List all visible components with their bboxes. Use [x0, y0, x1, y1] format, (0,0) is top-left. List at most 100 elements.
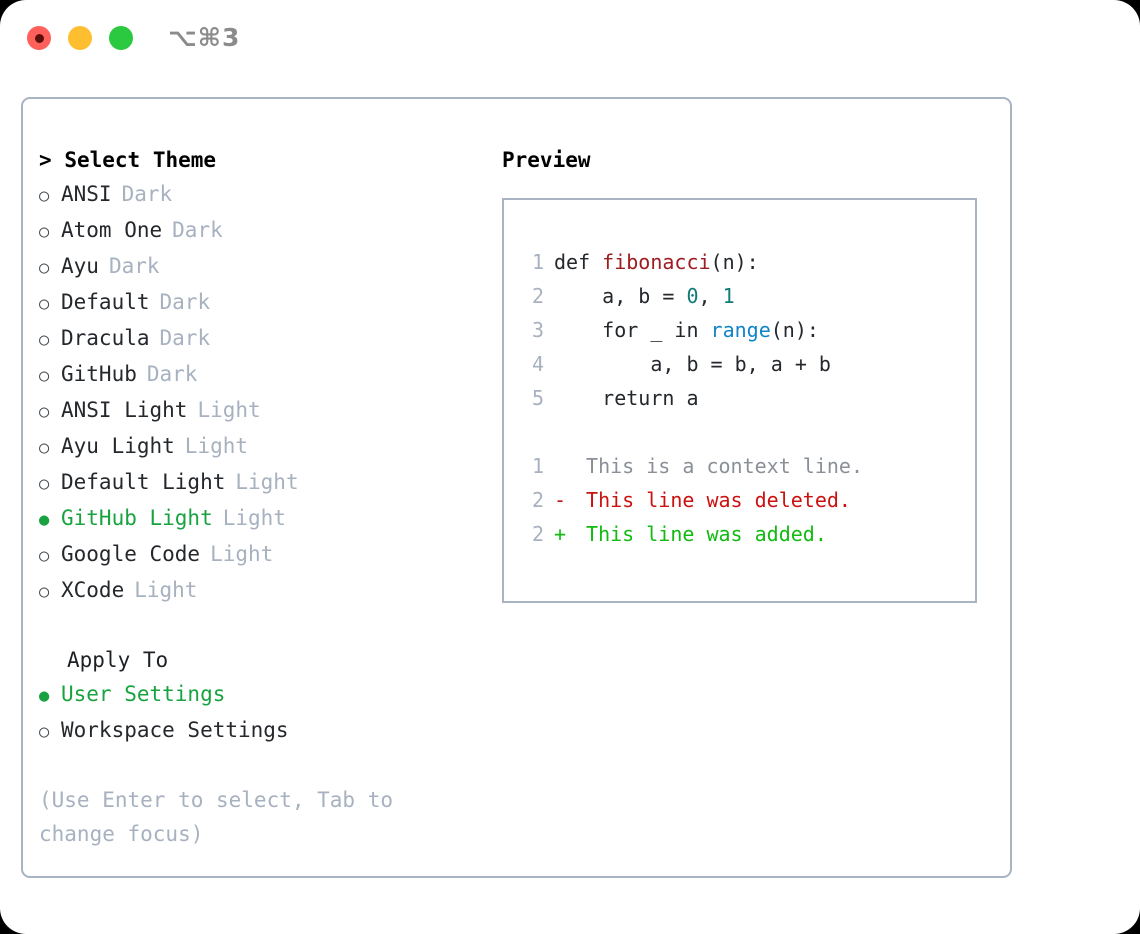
- radio-unselected-icon: ○: [39, 722, 50, 742]
- code-line-text: a, b = b, a + b: [554, 347, 831, 381]
- theme-option-github-light[interactable]: ● GitHub Light Light: [39, 501, 469, 537]
- theme-option-label: ANSI Light: [61, 398, 188, 422]
- diff-marker-context: [554, 449, 574, 483]
- code-line: 1 def fibonacci(n):: [518, 245, 863, 279]
- code-token-plain: (n):: [710, 250, 759, 274]
- theme-option-variant-badge: Dark: [172, 218, 223, 242]
- radio-selected-icon: ●: [39, 510, 50, 530]
- apply-to-heading: Apply To: [67, 648, 169, 672]
- code-line: 2 a, b = 0, 1: [518, 279, 863, 313]
- diff-line-number: 2: [531, 488, 544, 512]
- theme-option-variant-badge: Light: [222, 506, 286, 530]
- select-theme-heading-label: Select Theme: [64, 148, 217, 172]
- code-line-text: for _ in range(n):: [554, 313, 819, 347]
- theme-option-atom-one[interactable]: ○ Atom One Dark: [39, 213, 469, 249]
- diff-line-text: This is a context line.: [574, 454, 863, 478]
- close-window-button[interactable]: [27, 26, 51, 50]
- radio-unselected-icon: ○: [39, 294, 50, 314]
- diff-line-context: 1 This is a context line.: [518, 449, 863, 483]
- radio-unselected-icon: ○: [39, 330, 50, 350]
- theme-option-label: Ayu: [61, 254, 99, 278]
- radio-unselected-icon: ○: [39, 546, 50, 566]
- code-line-number: 3: [531, 318, 544, 342]
- theme-option-variant-badge: Light: [184, 434, 249, 458]
- diff-marker-add: +: [554, 522, 567, 546]
- diff-line-text: This line was added.: [574, 522, 827, 546]
- code-token-plain: return a: [554, 386, 699, 410]
- diff-marker-del: -: [554, 488, 567, 512]
- code-token-num: 1: [722, 284, 735, 308]
- code-token-plain: for _ in: [554, 318, 711, 342]
- apply-to-section: Apply To ●User Settings○Workspace Settin…: [39, 643, 469, 749]
- radio-unselected-icon: ○: [39, 582, 50, 602]
- theme-option-ayu-light[interactable]: ○ Ayu Light Light: [39, 429, 469, 465]
- theme-option-label: Atom One: [61, 218, 163, 242]
- theme-option-label: GitHub Light: [61, 506, 213, 530]
- traffic-light-buttons: [27, 26, 133, 50]
- code-line-text: a, b = 0, 1: [554, 279, 735, 313]
- keyboard-shortcut-label: ⌥⌘3: [168, 23, 241, 52]
- preview-title: Preview: [502, 148, 591, 172]
- theme-option-variant-badge: Light: [134, 578, 198, 602]
- diff-line-number: 2: [531, 522, 544, 546]
- theme-option-default[interactable]: ○ Default Dark: [39, 285, 469, 321]
- select-theme-heading: > Select Theme: [39, 143, 469, 177]
- theme-option-label: Ayu Light: [61, 434, 175, 458]
- code-token-call: range: [710, 318, 771, 342]
- code-token-plain: (n):: [770, 318, 819, 342]
- theme-option-default-light[interactable]: ○ Default Light Light: [39, 465, 469, 501]
- theme-option-variant-badge: Dark: [159, 290, 211, 314]
- theme-option-xcode[interactable]: ○ XCode Light: [39, 573, 469, 609]
- theme-option-variant-badge: Dark: [159, 326, 211, 350]
- theme-option-variant-badge: Light: [235, 470, 299, 494]
- code-line-text: def fibonacci(n):: [554, 245, 759, 279]
- code-line: 5 return a: [518, 381, 863, 415]
- code-line: 3 for _ in range(n):: [518, 313, 863, 347]
- theme-option-variant-badge: Light: [210, 542, 274, 566]
- theme-option-label: Default: [61, 290, 150, 314]
- radio-unselected-icon: ○: [39, 474, 50, 494]
- code-line-number: 2: [531, 284, 544, 308]
- theme-option-label: XCode: [61, 578, 125, 602]
- radio-unselected-icon: ○: [39, 186, 50, 206]
- code-token-num: 0: [686, 284, 699, 308]
- radio-unselected-icon: ○: [39, 222, 50, 242]
- apply-to-list: ●User Settings○Workspace Settings: [39, 677, 469, 749]
- radio-unselected-icon: ○: [39, 402, 50, 422]
- minimize-window-button[interactable]: [68, 26, 92, 50]
- apply-to-option-workspace-settings[interactable]: ○Workspace Settings: [39, 713, 469, 749]
- code-token-func: fibonacci: [602, 250, 711, 274]
- theme-option-ansi-light[interactable]: ○ ANSI Light Light: [39, 393, 469, 429]
- keyboard-hint-text: (Use Enter to select, Tab to change focu…: [39, 788, 406, 846]
- diff-line-del: 2- This line was deleted.: [518, 483, 863, 517]
- apply-to-option-label: User Settings: [61, 682, 226, 706]
- radio-unselected-icon: ○: [39, 438, 50, 458]
- theme-option-label: Default Light: [61, 470, 226, 494]
- code-line-number: 1: [531, 250, 544, 274]
- title-bar: ⌥⌘3: [0, 0, 1140, 78]
- code-token-plain: a, b = b, a + b: [554, 352, 831, 376]
- code-token-plain: a, b =: [554, 284, 687, 308]
- code-line-text: return a: [554, 381, 699, 415]
- code-line-number: 5: [531, 386, 544, 410]
- diff-line-number: 1: [531, 454, 544, 478]
- maximize-window-button[interactable]: [109, 26, 133, 50]
- code-token-plain: def: [554, 250, 603, 274]
- theme-option-variant-badge: Light: [197, 398, 261, 422]
- diff-line-text: This line was deleted.: [574, 488, 851, 512]
- theme-option-variant-badge: Dark: [121, 182, 173, 206]
- theme-option-variant-badge: Dark: [108, 254, 160, 278]
- apply-to-option-user-settings[interactable]: ●User Settings: [39, 677, 469, 713]
- diff-line-add: 2 + This line was added.: [518, 517, 863, 551]
